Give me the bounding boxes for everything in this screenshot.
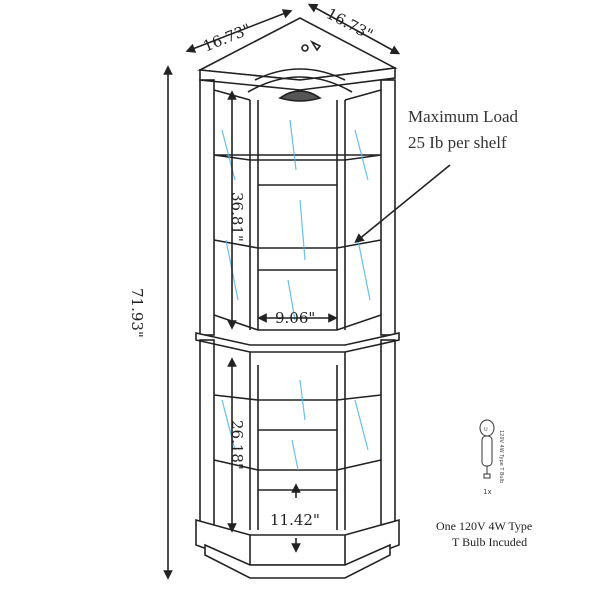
lower-height-label: 26.18" bbox=[228, 420, 246, 470]
total-height-label: 71.93" bbox=[128, 288, 146, 338]
bulb-label-line1: One 120V 4W Type bbox=[436, 519, 532, 533]
bulb-icon: U bbox=[479, 419, 495, 479]
upper-height-label: 36.81" bbox=[228, 192, 246, 242]
bulb-label-line2: T Bulb Incuded bbox=[452, 535, 527, 549]
max-load-line1: Maximum Load bbox=[408, 107, 519, 126]
bulb-side-text: 120V 4W Type T Bulb bbox=[498, 430, 504, 483]
lower-depth-label: 11.42" bbox=[270, 511, 320, 529]
glass-reflections bbox=[221, 119, 371, 471]
max-load-line2: 25 Ib per shelf bbox=[408, 133, 507, 152]
cabinet-base bbox=[195, 518, 400, 579]
upper-depth-label: 9.06" bbox=[275, 309, 315, 327]
cabinet-middle-band bbox=[195, 332, 400, 353]
dimension-lines bbox=[163, 3, 451, 580]
svg-text:U: U bbox=[484, 427, 488, 433]
bulb-quantity: 1x bbox=[483, 488, 492, 496]
